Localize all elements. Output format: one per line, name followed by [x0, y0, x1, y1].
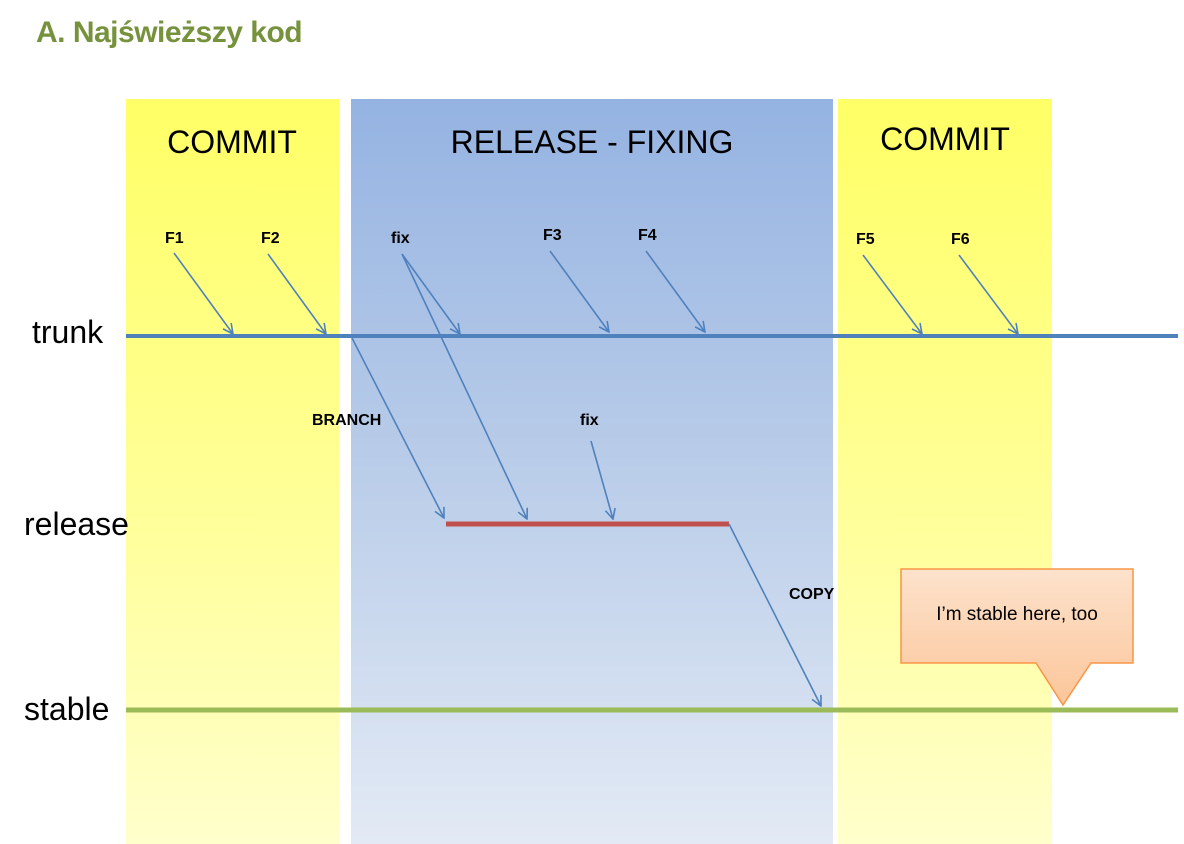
fix-arrow-to-release: [401, 253, 527, 519]
commit-arrow-f5: [862, 254, 922, 334]
commit-arrow-f6: [958, 254, 1018, 334]
commit-label-f1: F1: [165, 230, 184, 247]
commit-label-f4: F4: [638, 227, 657, 244]
commit-label-f3: F3: [543, 227, 562, 244]
commit-label-fix-trunk: fix: [391, 230, 410, 247]
release-fixing-phase-band: [351, 99, 833, 844]
callout-bubble: [900, 568, 1134, 707]
phase-label-release-fixing: RELEASE - FIXING: [450, 124, 734, 160]
branch-arrow: [351, 337, 444, 518]
fix-arrow-to-trunk: [401, 253, 460, 334]
copy-arrow: [728, 523, 821, 706]
commit-phase-band-left: [126, 99, 339, 844]
lane-label-trunk: trunk: [32, 314, 104, 350]
commit-label-fix-release: fix: [580, 412, 599, 429]
commit-label-f5: F5: [856, 231, 875, 248]
commit-arrow-f3: [549, 250, 609, 332]
lane-label-release: release: [24, 506, 129, 542]
commit-arrow-f1: [173, 252, 233, 334]
slide-title: A. Najświeższy kod: [36, 16, 303, 49]
operation-label-branch: BRANCH: [312, 412, 382, 429]
callout-text: I’m stable here, too: [936, 604, 1098, 625]
commit-label-f6: F6: [951, 231, 970, 248]
commit-label-f2: F2: [261, 230, 280, 247]
commit-phase-band-right: [838, 99, 1052, 844]
commit-arrow-f2: [267, 253, 326, 334]
commit-arrow-f4: [645, 250, 705, 332]
lane-label-stable: stable: [24, 691, 110, 727]
operation-label-copy: COPY: [789, 586, 835, 603]
phase-label-commit-left: COMMIT: [167, 124, 297, 160]
phase-label-commit-right: COMMIT: [880, 121, 1010, 157]
release-fix-arrow: [590, 440, 613, 519]
